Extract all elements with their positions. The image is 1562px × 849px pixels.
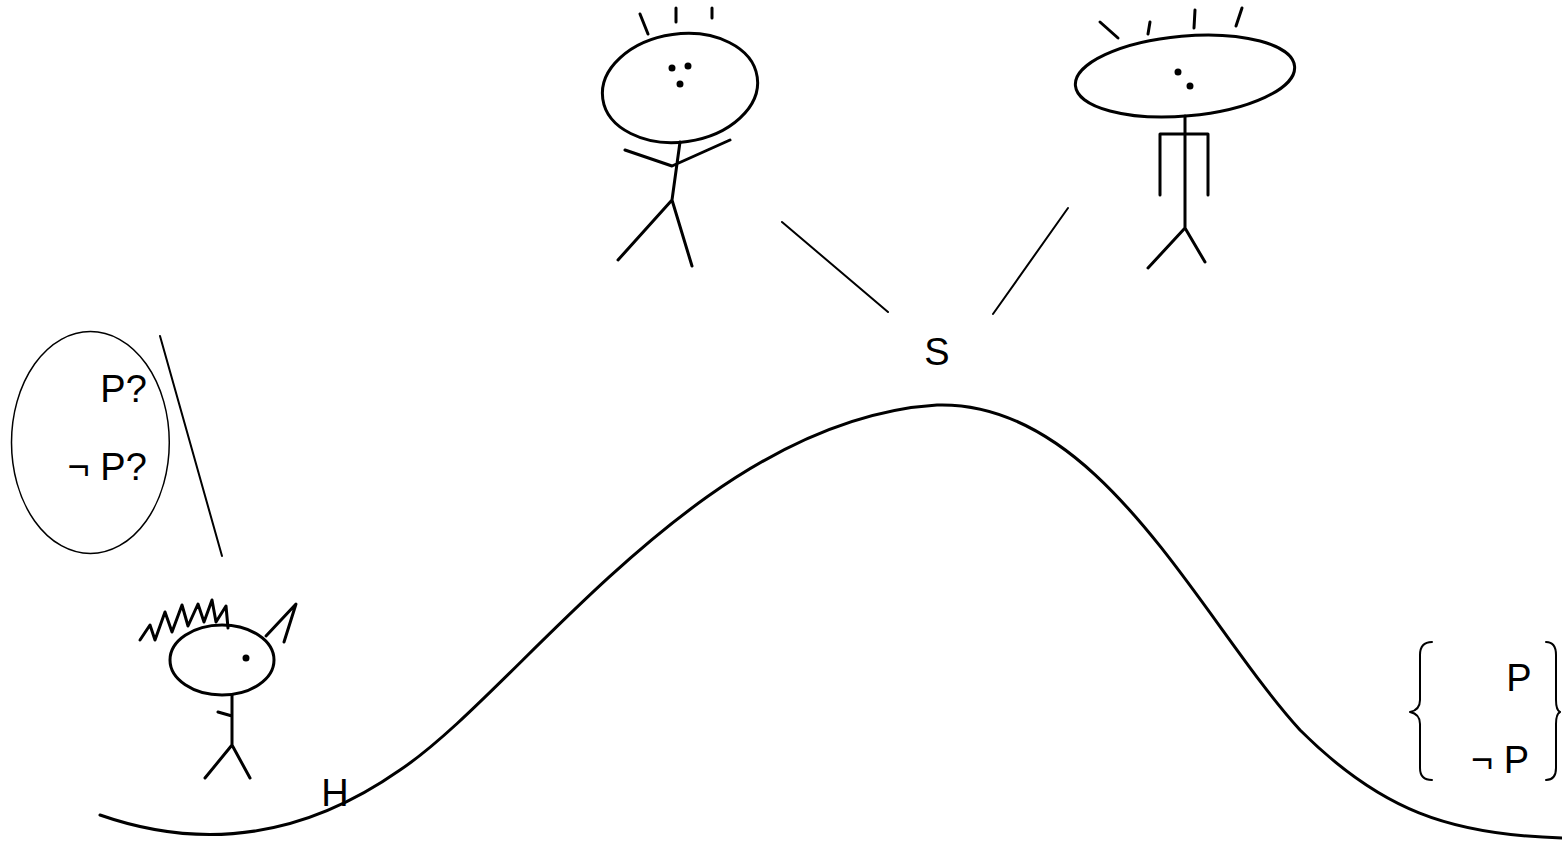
figure-hair: [1100, 8, 1242, 38]
point-label: H: [321, 774, 348, 812]
thought-text: P?: [100, 370, 146, 408]
stick-figure: [140, 600, 296, 778]
figure-eye: [678, 82, 682, 86]
bubble-body: P? ¬ P?: [10, 330, 171, 555]
figure-eye: [244, 656, 248, 660]
figure-eye: [1176, 70, 1180, 74]
thought-bubble: P? ¬ P?: [10, 330, 171, 555]
figure-ear: [266, 604, 296, 642]
figure-body: [205, 695, 250, 778]
figure-eye: [670, 66, 674, 70]
pointer-line: [993, 208, 1068, 314]
point-label: S: [924, 333, 949, 371]
stick-figure: [1072, 8, 1298, 268]
hill-curve: [100, 405, 1562, 838]
bracket: [1546, 642, 1560, 780]
bubble-ellipse: [11, 332, 169, 554]
figure-head: [170, 625, 274, 695]
figure-eye: [686, 64, 690, 68]
pointer-line: [782, 222, 888, 312]
stick-figure: [595, 8, 765, 266]
figure-body: [618, 140, 730, 266]
figure-head: [1072, 27, 1298, 126]
figure-eye: [1188, 84, 1192, 88]
bubble-outline: [10, 330, 171, 555]
figure-body: [1148, 116, 1208, 268]
figure-head: [595, 24, 765, 153]
set-member: ¬ P: [1471, 741, 1529, 779]
figure-hair: [640, 8, 712, 34]
bracket: [1410, 642, 1432, 780]
thought-text: ¬ P?: [68, 448, 147, 486]
set-member: P: [1506, 659, 1531, 697]
figure-hair: [140, 600, 228, 640]
